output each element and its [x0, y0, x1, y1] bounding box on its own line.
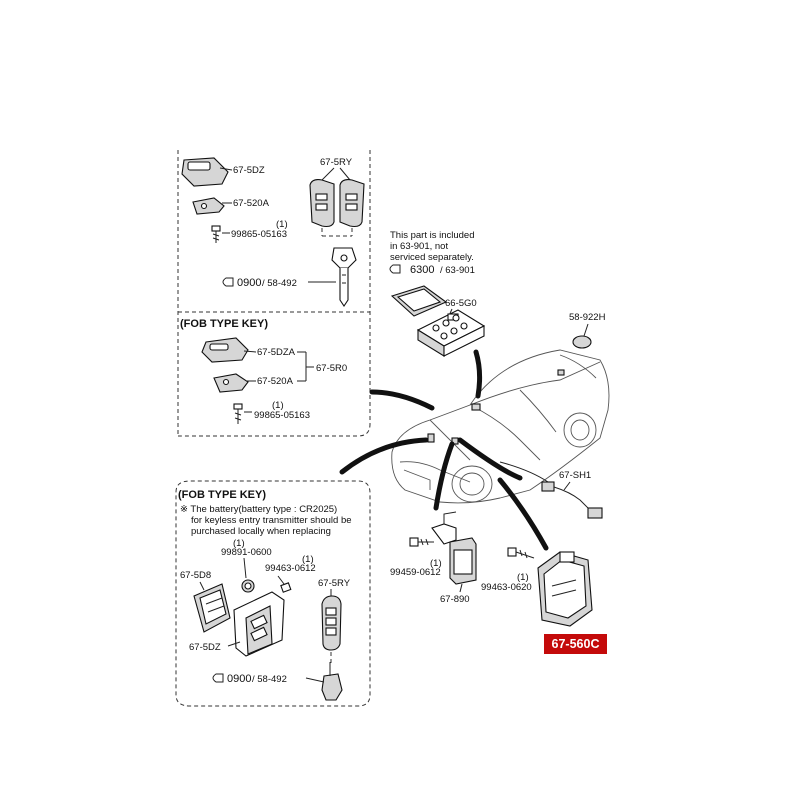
label-67-520A: 67-520A: [233, 198, 270, 209]
module-67-890-shape: [431, 511, 477, 585]
label-99463-0620: 99463-0620: [481, 582, 532, 593]
ref-58-492-fob2: / 58-492: [252, 674, 287, 685]
qty-99463-0612: (1): [302, 554, 314, 565]
fob-case-67-5DZ-shape: [233, 591, 285, 657]
qty-screw-top: (1): [276, 219, 288, 230]
part-58-922H-shape: [572, 323, 592, 349]
label-99891-0600: 99891-0600: [221, 547, 272, 558]
leader-67-890: [459, 583, 463, 593]
label-99463-0612: 99463-0612: [265, 563, 316, 574]
label-67-5RY-fob2: 67-5RY: [318, 578, 351, 589]
key-blade-icon: [321, 662, 343, 701]
bracket-connector-lines: [297, 351, 314, 382]
highlight-part-67-560C[interactable]: 67-560C: [544, 634, 607, 654]
ref-63-901: / 63-901: [440, 265, 475, 276]
battery-note-line3: purchased locally when replacing: [191, 526, 331, 537]
leader-lines: [339, 349, 549, 551]
bracket-67-5D8-shape: [193, 581, 231, 633]
label-67-5DZA: 67-5DZA: [257, 347, 296, 358]
small-screw-icon: [277, 575, 292, 593]
bolt-icon: [507, 547, 535, 559]
highlight-part-label: 67-560C: [551, 637, 600, 651]
label-67-SH1: 67-SH1: [559, 470, 591, 481]
screw-icon: [211, 225, 230, 243]
battery-icon: [241, 557, 255, 593]
reference-arrow-icon: [389, 264, 401, 274]
ref-0900-fob2: 0900: [227, 673, 251, 685]
label-67-520A-fob: 67-520A: [257, 376, 294, 387]
bolt-icon: [409, 537, 434, 547]
reference-arrow-icon: [222, 277, 336, 287]
label-67-890: 67-890: [440, 594, 470, 605]
car-outline: [391, 349, 610, 504]
battery-note-line2: for keyless entry transmitter should be: [191, 515, 352, 526]
ecu-67-560C-shape: [537, 551, 593, 627]
ref-0900-top: 0900: [237, 277, 261, 289]
ref-6300: 6300: [410, 264, 434, 276]
label-99459-0612: 99459-0612: [390, 567, 441, 578]
note-line3: serviced separately.: [390, 252, 474, 263]
label-99865-05163-top: 99865-05163: [231, 229, 287, 240]
reference-arrow-icon: [212, 673, 325, 683]
bracket-67-520A-fob-shape: [213, 373, 256, 393]
panel-top-border: [177, 150, 371, 437]
remote-key-icon: [321, 589, 342, 666]
remote-key-pair-icon: [309, 167, 365, 237]
header-fob-type-key-2: (FOB TYPE KEY): [178, 489, 266, 501]
qty-99459: (1): [430, 558, 442, 569]
label-67-5RY-top: 67-5RY: [320, 157, 353, 168]
note-line1: This part is included: [390, 230, 474, 241]
note-line2: in 63-901, not: [390, 241, 448, 252]
qty-screw-fob1: (1): [272, 400, 284, 411]
fob-67-5DZA-shape: [201, 337, 257, 363]
label-67-5D8: 67-5D8: [180, 570, 211, 581]
label-67-5R0: 67-5R0: [316, 363, 347, 374]
label-67-5DZ-fob2: 67-5DZ: [189, 642, 221, 653]
leader-67-5DZ-fob2: [227, 641, 241, 647]
label-66-5G0: 66-5G0: [445, 298, 477, 309]
label-58-922H: 58-922H: [569, 312, 606, 323]
fob-67-5DZ-shape: [181, 157, 233, 187]
header-fob-type-key-1: (FOB TYPE KEY): [180, 318, 268, 330]
qty-99891: (1): [233, 538, 245, 549]
key-blade-icon: [331, 247, 357, 307]
card-shape: [390, 285, 448, 317]
label-67-5DZ: 67-5DZ: [233, 165, 265, 176]
ref-58-492-top: / 58-492: [262, 278, 297, 289]
qty-99463-0620: (1): [517, 572, 529, 583]
label-99865-05163-fob1: 99865-05163: [254, 410, 310, 421]
cable-67-SH1-shape: [541, 481, 603, 519]
bracket-67-520A-shape: [192, 197, 232, 215]
module-66-5G0-shape: [416, 308, 486, 357]
panel-fob2-border: [175, 480, 371, 707]
battery-note-line1: ※ The battery(battery type : CR2025): [180, 504, 337, 515]
screw-icon: [233, 403, 252, 424]
